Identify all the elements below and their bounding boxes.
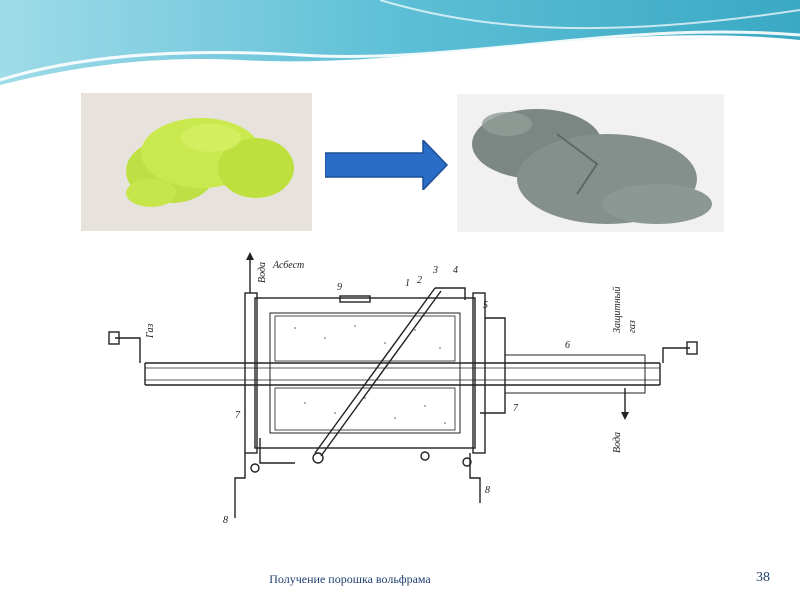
label-gas-right: газ (627, 320, 638, 333)
label-n8b: 8 (485, 485, 490, 496)
label-n3: 3 (432, 265, 438, 276)
label-water-top: Вода (257, 262, 268, 283)
label-n5: 5 (483, 300, 488, 311)
slide-page-number: 38 (756, 570, 770, 585)
header-wave (0, 0, 800, 85)
slide-footer-title: Получение порошка вольфрама (269, 572, 431, 586)
label-n2: 2 (417, 275, 422, 286)
furnace-diagram: Асбест Вода Газ Защитный газ Вода 1 2 3 … (95, 238, 710, 528)
label-water-bottom: Вода (612, 432, 623, 453)
gray-powder-photo (457, 94, 724, 232)
label-n8a: 8 (223, 515, 228, 526)
label-n9: 9 (337, 282, 342, 293)
label-protective: Защитный (612, 287, 623, 333)
label-n7b: 7 (513, 403, 519, 414)
label-n1: 1 (405, 278, 410, 289)
label-n6: 6 (565, 340, 570, 351)
label-n7a: 7 (235, 410, 241, 421)
label-n4: 4 (453, 265, 458, 276)
right-arrow-icon (325, 140, 449, 190)
label-asbestos: Асбест (272, 260, 304, 271)
label-gas-left: Газ (145, 324, 156, 339)
yellow-powder-photo (81, 93, 312, 231)
